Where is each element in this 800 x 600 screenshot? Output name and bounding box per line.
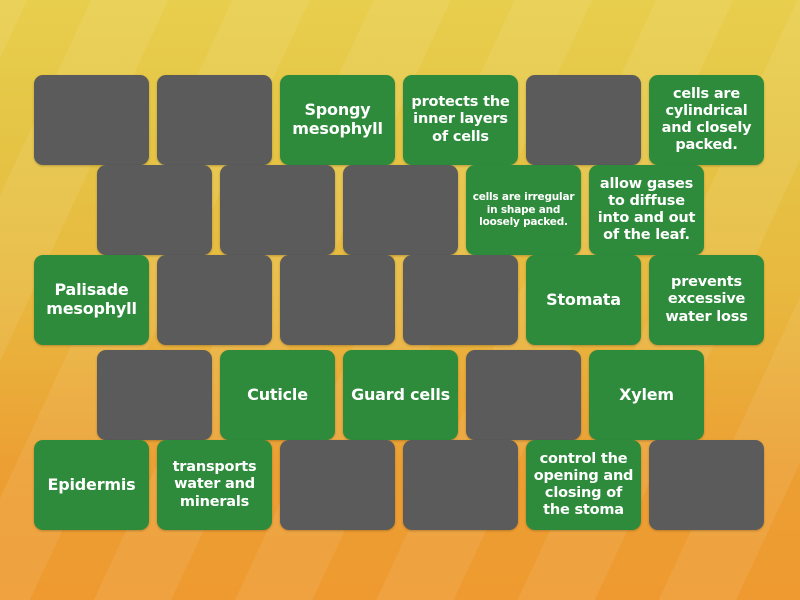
matching-card-hidden[interactable]: [343, 165, 458, 255]
matching-card-revealed[interactable]: Spongy mesophyll: [280, 75, 395, 165]
matching-card-label: prevents excessive water loss: [665, 274, 748, 325]
matching-card-label: Palisade mesophyll: [46, 280, 137, 318]
matching-card-label: protects the inner layers of cells: [411, 94, 510, 145]
matching-card-hidden[interactable]: [157, 75, 272, 165]
matching-card-hidden[interactable]: [280, 255, 395, 345]
matching-card-label: Guard cells: [351, 384, 450, 404]
matching-card-label: cells are irregular in shape and loosely…: [472, 191, 575, 229]
matching-card-hidden[interactable]: [97, 165, 212, 255]
matching-card-label: control the opening and closing of the s…: [533, 450, 634, 519]
matching-card-label: Xylem: [619, 384, 674, 404]
matching-card-hidden[interactable]: [97, 350, 212, 440]
matching-card-revealed[interactable]: Stomata: [526, 255, 641, 345]
matching-card-revealed[interactable]: control the opening and closing of the s…: [526, 440, 641, 530]
matching-card-revealed[interactable]: Palisade mesophyll: [34, 255, 149, 345]
matching-card-hidden[interactable]: [649, 440, 764, 530]
matching-card-revealed[interactable]: cells are irregular in shape and loosely…: [466, 165, 581, 255]
matching-card-hidden[interactable]: [280, 440, 395, 530]
matching-card-label: Stomata: [546, 289, 621, 309]
matching-card-revealed[interactable]: Xylem: [589, 350, 704, 440]
matching-card-revealed[interactable]: Cuticle: [220, 350, 335, 440]
matching-card-revealed[interactable]: Guard cells: [343, 350, 458, 440]
matching-card-hidden[interactable]: [157, 255, 272, 345]
matching-card-hidden[interactable]: [403, 440, 518, 530]
matching-card-revealed[interactable]: protects the inner layers of cells: [403, 75, 518, 165]
matching-card-label: cells are cylindrical and closely packed…: [661, 85, 752, 154]
matching-card-label: Spongy mesophyll: [292, 100, 383, 138]
matching-card-hidden[interactable]: [220, 165, 335, 255]
matching-card-label: transports water and minerals: [172, 459, 257, 510]
matching-card-hidden[interactable]: [403, 255, 518, 345]
matching-card-label: Cuticle: [247, 384, 308, 404]
matching-card-revealed[interactable]: cells are cylindrical and closely packed…: [649, 75, 764, 165]
matching-card-hidden[interactable]: [526, 75, 641, 165]
matching-card-revealed[interactable]: transports water and minerals: [157, 440, 272, 530]
matching-card-label: Epidermis: [47, 474, 136, 494]
matching-card-hidden[interactable]: [466, 350, 581, 440]
matching-card-hidden[interactable]: [34, 75, 149, 165]
matching-card-revealed[interactable]: Epidermis: [34, 440, 149, 530]
matching-card-label: allow gases to diffuse into and out of t…: [597, 175, 696, 244]
matching-card-revealed[interactable]: allow gases to diffuse into and out of t…: [589, 165, 704, 255]
matching-card-revealed[interactable]: prevents excessive water loss: [649, 255, 764, 345]
